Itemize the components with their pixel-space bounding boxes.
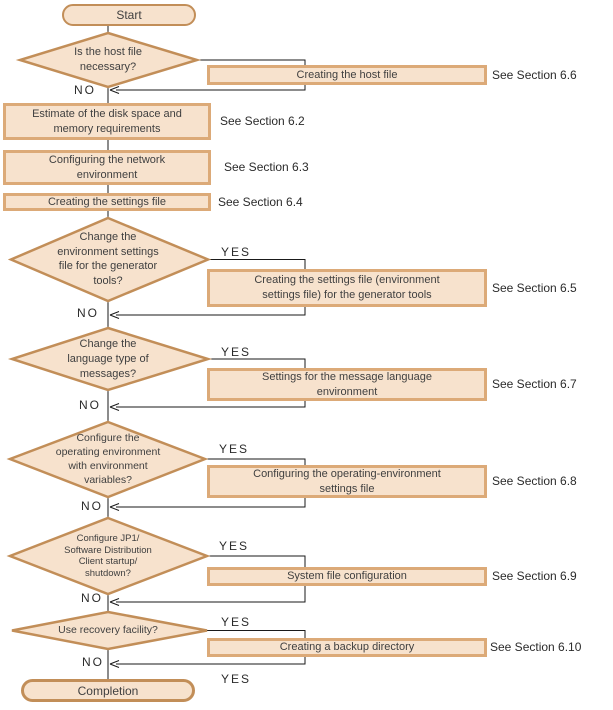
no-label-host: NO <box>74 83 96 97</box>
no-label-language: NO <box>79 398 101 412</box>
yes-label-language: YES <box>221 345 252 359</box>
yes-label-startup: YES <box>219 539 250 553</box>
start-terminal: Start <box>62 4 196 26</box>
section-ref-6-6: See Section 6.6 <box>492 68 577 82</box>
section-ref-6-2: See Section 6.2 <box>220 114 305 128</box>
section-ref-6-9: See Section 6.9 <box>492 569 577 583</box>
process-generator-settings: Creating the settings file (environment … <box>207 269 487 307</box>
decision-language-shape <box>7 326 213 392</box>
section-ref-6-4: See Section 6.4 <box>218 195 303 209</box>
yes-label-generator: YES <box>221 245 252 259</box>
decision-startup-shape <box>6 516 211 596</box>
process-message-language: Settings for the message language enviro… <box>207 368 487 401</box>
no-label-operating: NO <box>81 499 103 513</box>
process-network: Configuring the network environment <box>3 150 211 185</box>
yes-label-recovery: YES <box>221 615 252 629</box>
decision-host-file-shape <box>15 31 202 89</box>
process-disk-memory: Estimate of the disk space and memory re… <box>3 103 211 140</box>
decision-operating-shape <box>6 420 209 499</box>
decision-generator-shape <box>7 216 212 303</box>
branch-lines <box>116 59 306 665</box>
decision-language-text: Change the language type of messages? <box>67 338 149 380</box>
process-system-file: System file configuration <box>207 567 487 586</box>
merge-arrowheads <box>109 86 120 668</box>
decision-recovery-shape <box>11 610 208 651</box>
section-ref-6-3: See Section 6.3 <box>224 160 309 174</box>
no-label-generator: NO <box>77 306 99 320</box>
yes-label-operating: YES <box>219 442 250 456</box>
process-host-file: Creating the host file <box>207 65 487 85</box>
completion-terminal: Completion <box>21 679 195 702</box>
yes-label-bottom: YES <box>221 672 252 686</box>
decision-generator-text: Change the environment settings file for… <box>57 231 159 287</box>
decision-recovery-text: Use recovery facility? <box>58 624 158 636</box>
section-ref-6-8: See Section 6.8 <box>492 474 577 488</box>
no-label-recovery: NO <box>82 655 104 669</box>
section-ref-6-5: See Section 6.5 <box>492 281 577 295</box>
no-label-startup: NO <box>81 591 103 605</box>
section-ref-6-10: See Section 6.10 <box>490 640 582 654</box>
process-operating-env: Configuring the operating-environment se… <box>207 465 487 498</box>
section-ref-6-7: See Section 6.7 <box>492 377 577 391</box>
decision-startup-text: Configure JP1/ Software Distribution Cli… <box>64 533 152 579</box>
decision-operating-text: Configure the operating environment with… <box>55 432 161 486</box>
process-backup-dir: Creating a backup directory <box>207 638 487 657</box>
process-settings-file: Creating the settings file <box>3 193 211 211</box>
decision-host-file-text: Is the host file necessary? <box>74 46 142 73</box>
